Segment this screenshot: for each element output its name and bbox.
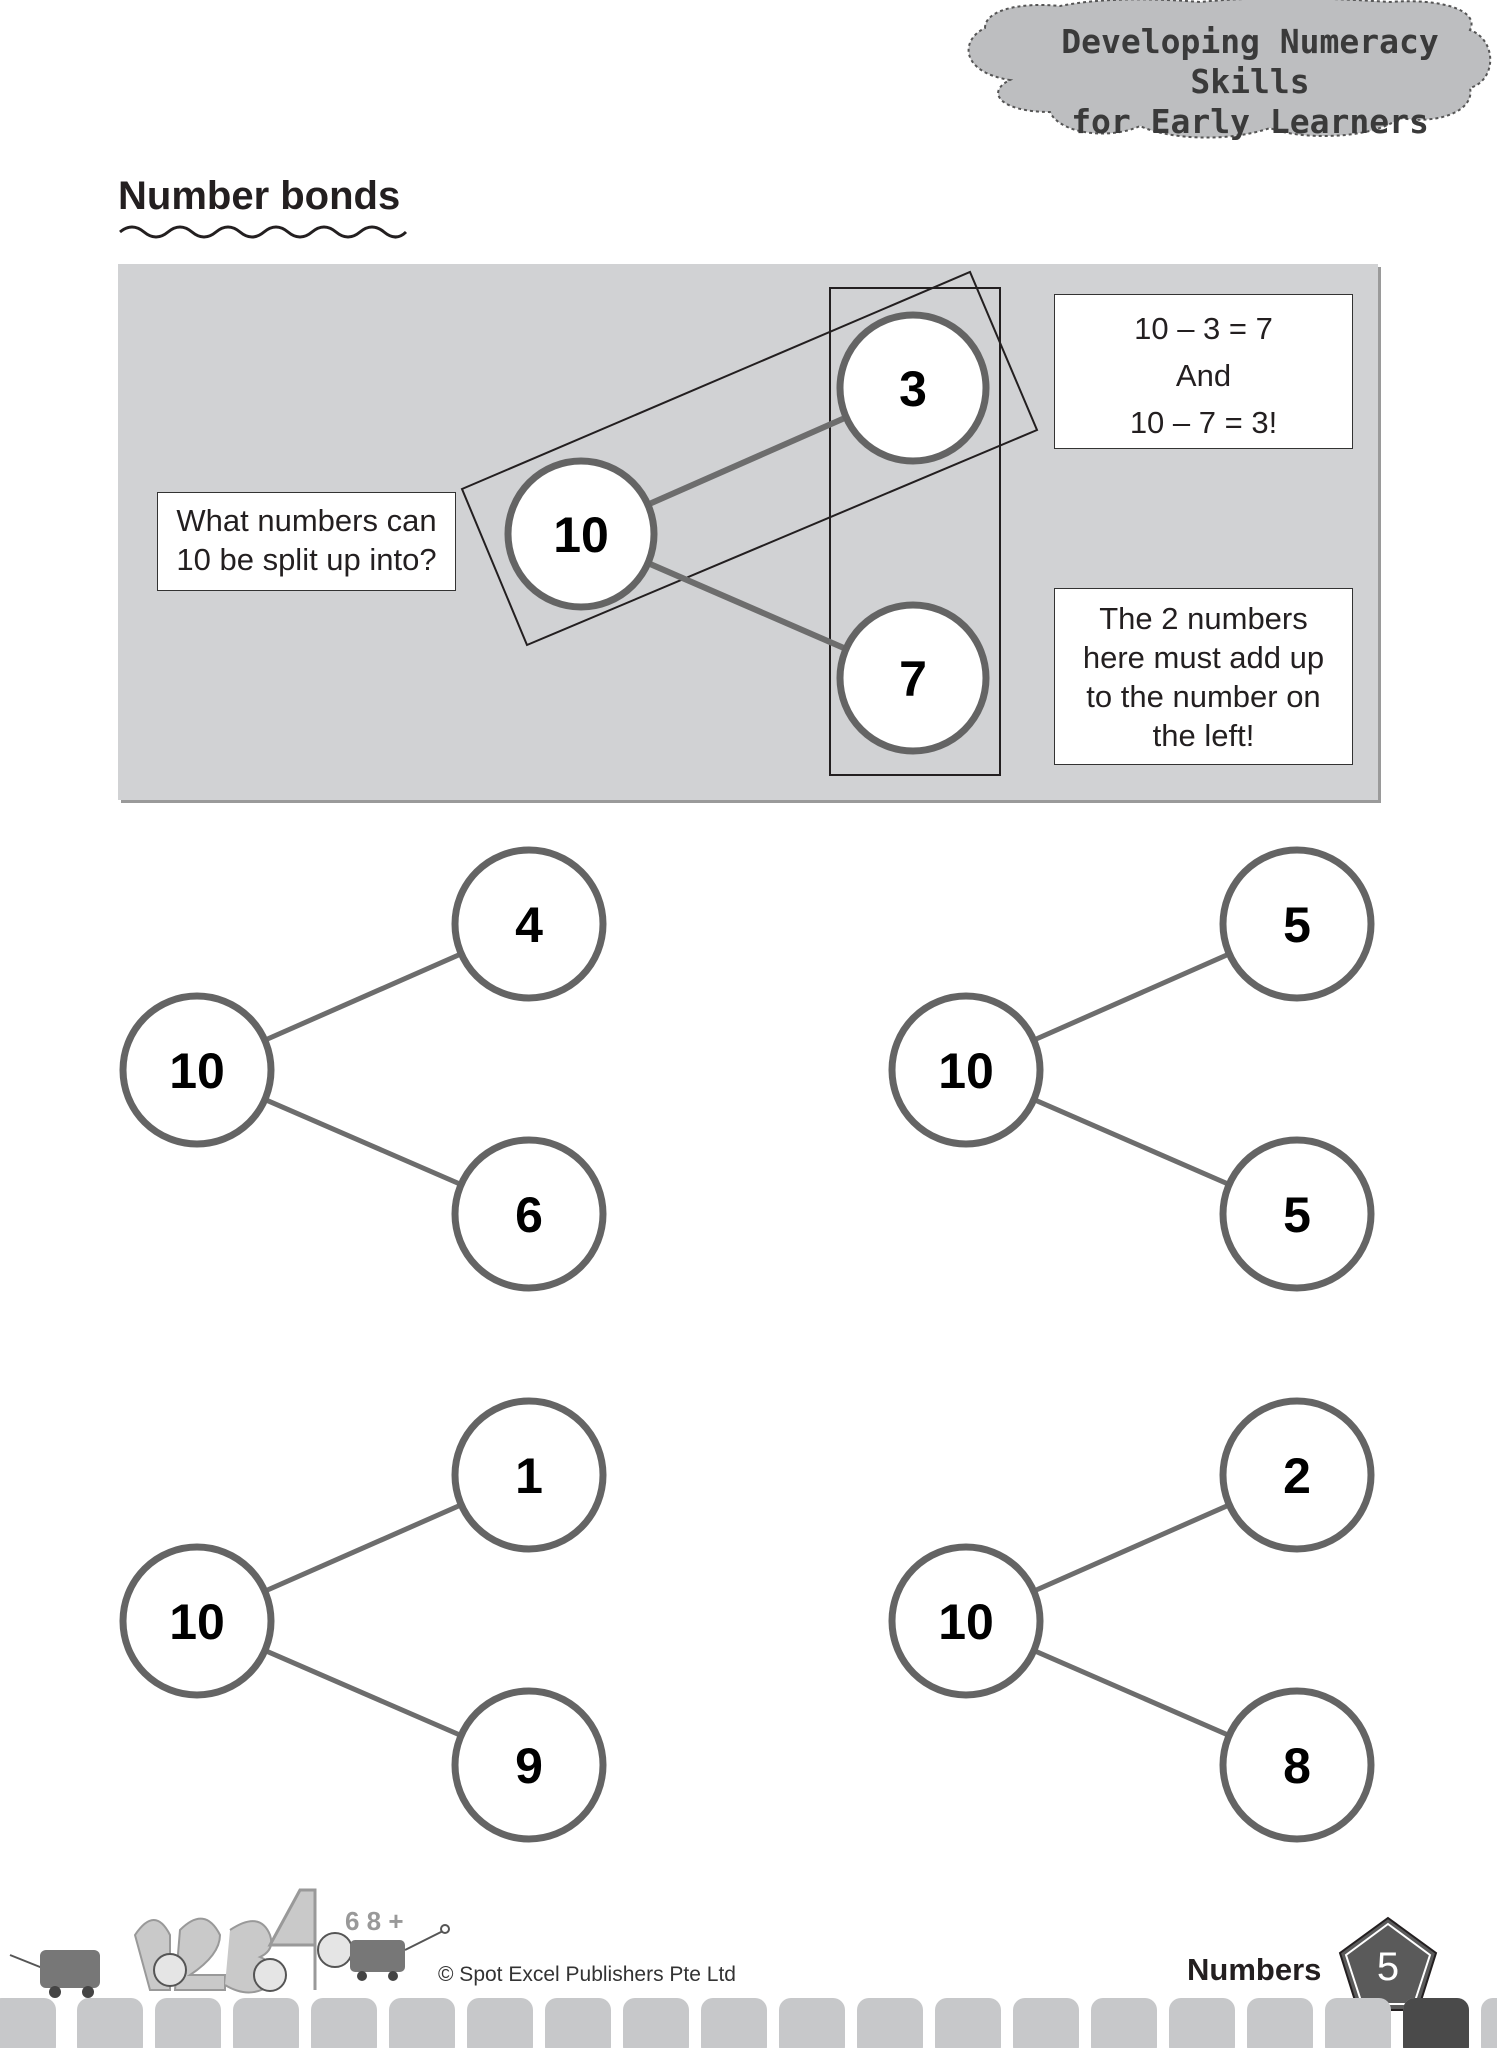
bond-2-bottom-circle	[1219, 1136, 1375, 1292]
page-number: 5	[1377, 1945, 1399, 1989]
example-part-top-circle	[836, 311, 990, 465]
example-part-bottom-circle	[836, 601, 990, 755]
bond-1-top-circle	[451, 846, 607, 1002]
bond-1-whole-label: 10	[169, 1043, 225, 1099]
bond-1-whole-circle	[119, 992, 275, 1148]
bond-3-whole-circle	[119, 1543, 275, 1699]
example-part-bottom-label: 7	[899, 651, 927, 707]
bond-4-top-label: 2	[1283, 1448, 1311, 1504]
bond-3-top-label: 1	[515, 1448, 543, 1504]
example-part-top-label: 3	[899, 361, 927, 417]
bond-4-whole-label: 10	[938, 1594, 994, 1650]
footer-tab-strip	[0, 1998, 1497, 2048]
bond-3-bottom-circle	[451, 1687, 607, 1843]
bond-2-top-label: 5	[1283, 897, 1311, 953]
bond-4-whole-circle	[888, 1543, 1044, 1699]
series-title-line1: Developing Numeracy Skills	[1061, 22, 1439, 101]
question-callout: What numbers can 10 be split up into?	[157, 492, 456, 591]
bond-4-top-circle	[1219, 1397, 1375, 1553]
bond-4-bottom-label: 8	[1283, 1738, 1311, 1794]
bond-2: 10 5 5	[888, 846, 1375, 1292]
bond-2-whole-label: 10	[938, 1043, 994, 1099]
copyright-notice: © Spot Excel Publishers Pte Ltd	[438, 1963, 736, 1986]
subtraction-callout: 10 – 3 = 7 And 10 – 7 = 3!	[1054, 294, 1353, 449]
example-bond: 10 3 7	[504, 311, 990, 755]
example-highlight-parts-box	[829, 287, 1001, 776]
bond-2-bottom-label: 5	[1283, 1187, 1311, 1243]
bond-1: 10 4 6	[119, 846, 607, 1292]
bond-4: 10 2 8	[888, 1397, 1375, 1843]
bond-3-bottom-label: 9	[515, 1738, 543, 1794]
bond-1-top-label: 4	[515, 897, 543, 953]
page-number-badge: 5	[1338, 1916, 1438, 2011]
example-whole-circle	[504, 457, 658, 611]
children-with-numbers-illustration-icon: 6 8 +	[9, 1888, 450, 1998]
example-highlight-diagonal-box	[460, 270, 1039, 647]
bond-3-top-circle	[451, 1397, 607, 1553]
series-title-line2: for Early Learners	[1071, 102, 1429, 141]
header-cloud	[967, 0, 1492, 139]
svg-text:6 8 +: 6 8 +	[345, 1906, 404, 1936]
footer-tabs	[0, 1998, 1497, 2048]
title-squiggle-underline	[119, 225, 408, 239]
series-title: Developing Numeracy Skills for Early Lea…	[1010, 22, 1490, 142]
bond-3: 10 1 9	[119, 1397, 607, 1843]
bond-1-bottom-circle	[451, 1136, 607, 1292]
bond-2-whole-circle	[888, 992, 1044, 1148]
rule-callout: The 2 numbers here must add up to the nu…	[1054, 588, 1353, 765]
bond-1-bottom-label: 6	[515, 1187, 543, 1243]
section-name: Numbers	[1187, 1952, 1322, 1987]
bond-2-top-circle	[1219, 846, 1375, 1002]
bond-3-whole-label: 10	[169, 1594, 225, 1650]
example-whole-label: 10	[553, 507, 609, 563]
footer-tab-active	[1403, 1998, 1469, 2048]
bond-4-bottom-circle	[1219, 1687, 1375, 1843]
page-title: Number bonds	[118, 174, 401, 218]
